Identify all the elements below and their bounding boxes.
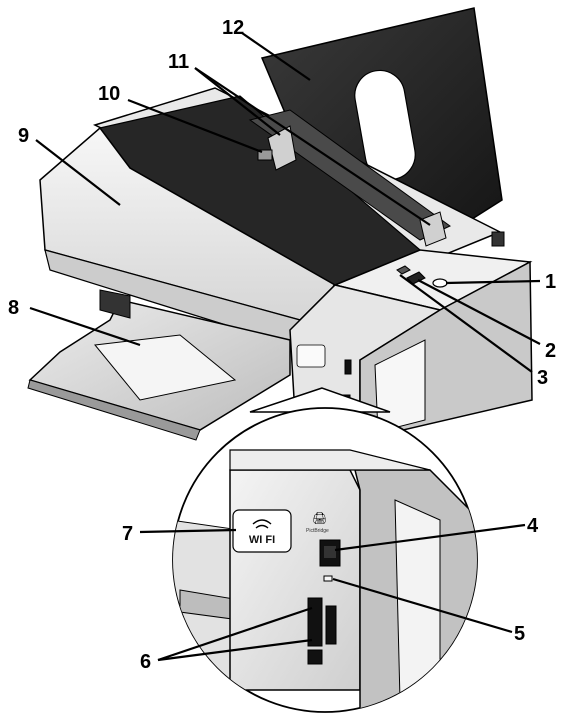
leader-lines <box>29 32 541 662</box>
printer-body <box>39 87 533 442</box>
paper-guide-left[interactable] <box>267 125 297 171</box>
memory-card-slot-2[interactable] <box>325 605 337 645</box>
callout-1: 1 <box>545 271 556 293</box>
paper-exit-tray <box>27 289 291 441</box>
wifi-logo-text: WI FI <box>249 534 275 546</box>
callout-6: 6 <box>140 651 151 673</box>
pictbridge-indicator-light <box>323 575 333 582</box>
memory-card-slot-1[interactable] <box>307 597 323 647</box>
callout-5: 5 <box>514 623 525 645</box>
pictbridge-icon: 🖨 <box>312 511 327 525</box>
callout-10: 10 <box>98 83 120 105</box>
callout-4: 4 <box>527 515 539 537</box>
callout-11: 11 <box>168 51 189 73</box>
callout-8: 8 <box>8 297 19 319</box>
callout-7: 7 <box>122 523 133 545</box>
callout-2: 2 <box>545 340 556 362</box>
power-button[interactable] <box>432 278 448 288</box>
pictbridge-port-small <box>344 359 352 375</box>
memory-card-slot-3[interactable] <box>307 649 323 665</box>
callout-9: 9 <box>18 125 29 147</box>
callout-3: 3 <box>537 367 548 389</box>
paper-guide-lock[interactable] <box>257 149 273 161</box>
callout-12: 12 <box>222 17 244 39</box>
paper-guide-right[interactable] <box>419 211 447 247</box>
wifi-indicator-light <box>396 265 411 275</box>
callout-labels: 1 2 3 4 5 6 7 8 9 10 11 12 <box>8 17 556 673</box>
zoom-detail: WI FI 🖨 PictBridge <box>172 407 478 713</box>
wifi-logo-small <box>296 344 326 368</box>
pictbridge-logo-text: PictBridge <box>306 528 329 534</box>
